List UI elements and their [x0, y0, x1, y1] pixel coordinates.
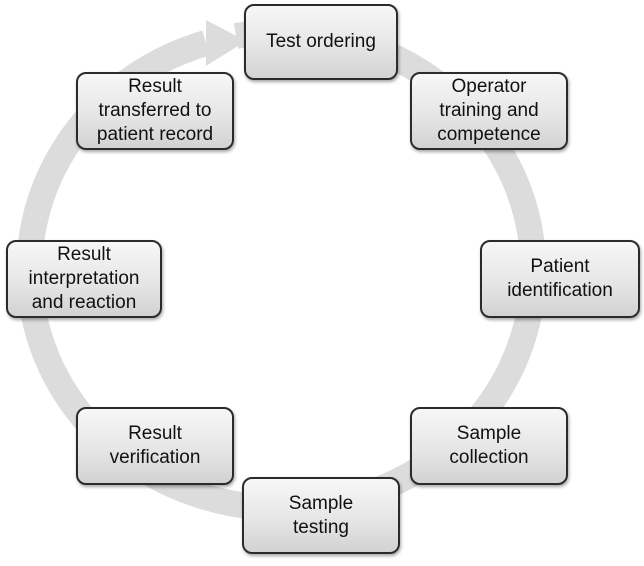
step-label: Result verification	[109, 423, 201, 468]
step-sample-collection: Sample collection	[410, 407, 568, 485]
step-label: Patient identification	[507, 256, 613, 301]
step-result-interpretation: Result interpretation and reaction	[6, 240, 162, 318]
step-label: Sample testing	[288, 492, 354, 538]
step-sample-testing: Sample testing	[242, 477, 400, 554]
step-result-transferred: Result transferred to patient record	[76, 72, 234, 150]
step-label: Result interpretation and reaction	[28, 244, 140, 313]
step-test-ordering: Test ordering	[244, 4, 398, 80]
cycle-arrow-head	[206, 20, 246, 66]
step-label: Result transferred to patient record	[96, 76, 214, 145]
step-patient-identification: Patient identification	[480, 240, 640, 318]
step-result-verification: Result verification	[76, 407, 234, 485]
step-operator-training: Operator training and competence	[410, 72, 568, 150]
step-label: Operator training and competence	[437, 76, 541, 145]
step-label: Sample collection	[449, 423, 529, 468]
step-label: Test ordering	[266, 31, 376, 52]
